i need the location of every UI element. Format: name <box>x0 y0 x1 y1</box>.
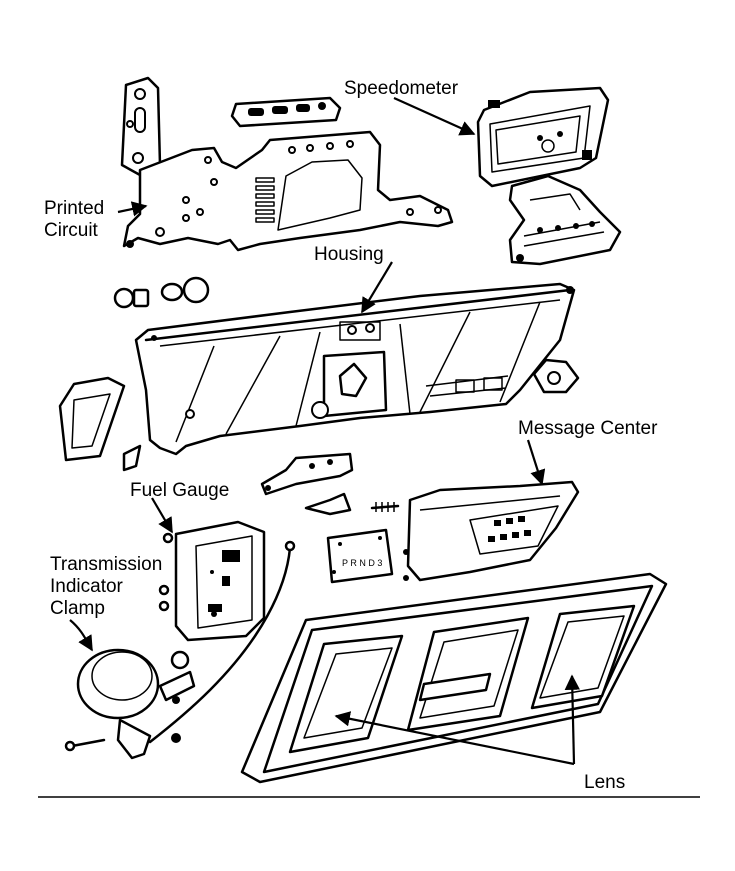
lens-arrow-right <box>564 674 581 765</box>
circuit-slots <box>255 177 275 223</box>
speedometer-cable-adapter <box>532 358 580 394</box>
indicator-cable <box>148 540 296 744</box>
printed-circuit <box>122 130 454 252</box>
retainer-bracket <box>260 452 354 496</box>
fuel-gauge-arrow <box>151 497 173 534</box>
fuel-gauge-label: Fuel Gauge <box>130 480 229 501</box>
housing <box>122 282 576 472</box>
transmission-label-line2: Indicator <box>50 576 124 597</box>
clip <box>304 492 352 516</box>
bulb-socket <box>113 276 210 309</box>
connector-strip <box>230 96 342 128</box>
speedometer-label: Speedometer <box>344 78 459 99</box>
printed-circuit-arrow <box>117 201 148 217</box>
printed-circuit-label-line2: Circuit <box>44 220 99 241</box>
side-bracket <box>58 376 126 462</box>
transmission-indicator-clamp <box>64 648 196 760</box>
lens-arrow-left <box>334 711 575 766</box>
message-center-arrow <box>526 439 546 486</box>
housing-arrow <box>361 261 393 314</box>
mounting-bracket <box>120 76 162 177</box>
prndl-text: P R N D 3 <box>342 558 382 568</box>
transmission-label-line1: Transmission <box>50 554 162 575</box>
transmission-label-line3: Clamp <box>50 598 105 619</box>
message-center <box>403 480 580 582</box>
speedometer <box>476 86 622 266</box>
prndl-indicator-plate: P R N D 3 <box>326 528 394 584</box>
printed-circuit-label-line1: Printed <box>44 198 104 219</box>
lens-label: Lens <box>584 772 625 793</box>
fuel-gauge <box>158 520 266 642</box>
housing-label: Housing <box>314 244 384 265</box>
speedometer-arrow <box>393 96 476 136</box>
transmission-clamp-arrow <box>69 619 93 652</box>
message-center-label: Message Center <box>518 418 658 439</box>
spring <box>370 502 400 512</box>
callout-arrows <box>69 96 581 766</box>
lens <box>240 572 668 784</box>
